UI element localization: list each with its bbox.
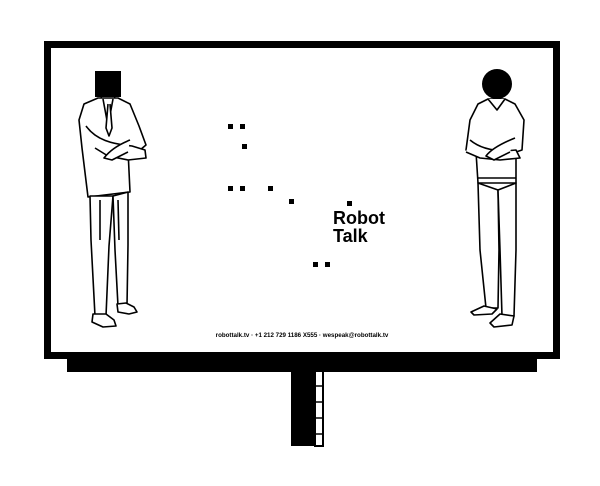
billboard-post [291, 365, 324, 447]
billboard-panel [51, 48, 553, 352]
contact-line: robottalk.tv · +1 212 729 1186 X555 · we… [216, 332, 389, 339]
brand-logo-line1: Robot [333, 208, 385, 228]
billboard-base [67, 356, 537, 372]
round-head [482, 69, 512, 99]
dot-trail [228, 124, 352, 267]
square-head [95, 71, 121, 97]
right-figure-sweater [465, 69, 525, 328]
left-figure-suit [78, 71, 147, 328]
brand-logo-line2: Talk [333, 226, 369, 246]
